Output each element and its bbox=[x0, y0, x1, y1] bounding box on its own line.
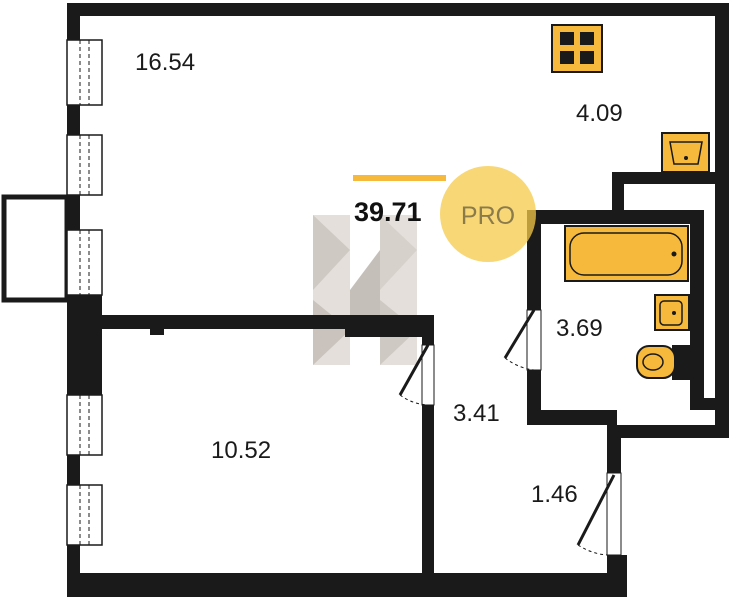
stove-icon bbox=[551, 24, 603, 73]
watermark-logo bbox=[313, 215, 417, 365]
kitchen-sink-icon bbox=[661, 132, 710, 173]
room-area-entry: 1.46 bbox=[531, 481, 578, 508]
pro-badge: PRO bbox=[440, 166, 536, 262]
room-area-bathroom: 3.69 bbox=[556, 315, 603, 342]
window-bedroom-bottom bbox=[66, 484, 103, 546]
room-area-living: 16.54 bbox=[135, 49, 195, 76]
balcony bbox=[1, 194, 70, 303]
door-entry bbox=[576, 472, 622, 556]
window-bedroom-top bbox=[66, 394, 103, 456]
toilet-icon bbox=[636, 345, 690, 380]
pro-badge-label: PRO bbox=[461, 202, 515, 230]
bathtub-icon bbox=[564, 225, 689, 282]
room-area-kitchen: 4.09 bbox=[576, 100, 623, 127]
room-area-hallway: 3.41 bbox=[453, 400, 500, 427]
window-living-bottom bbox=[66, 229, 103, 296]
walls bbox=[67, 3, 729, 597]
washbasin-icon bbox=[654, 294, 690, 331]
door-bathroom bbox=[503, 309, 542, 371]
room-area-bedroom: 10.52 bbox=[211, 437, 271, 464]
window-living-top bbox=[66, 39, 103, 106]
total-area: 39.71 bbox=[354, 197, 422, 227]
door-bedroom bbox=[398, 344, 435, 406]
window-living-middle bbox=[66, 134, 103, 196]
total-area-underline bbox=[353, 175, 446, 181]
